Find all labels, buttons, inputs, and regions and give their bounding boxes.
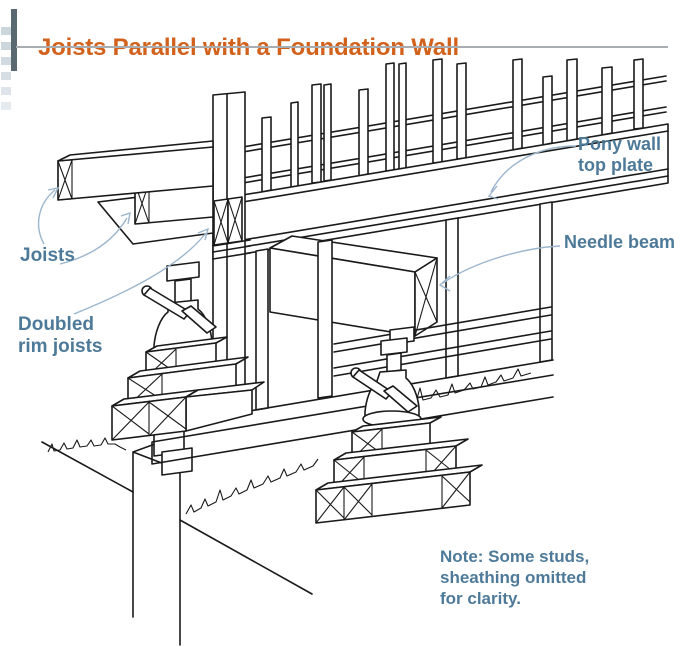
label-line: top plate — [578, 155, 653, 175]
figure-note: Note: Some studs, sheathing omitted for … — [440, 546, 589, 609]
leader-joist-1 — [37, 189, 56, 245]
accent-square — [1, 87, 11, 95]
label-line: Pony wall — [578, 134, 662, 154]
label-joists: Joists — [20, 245, 75, 266]
accent-square — [1, 57, 11, 65]
bottom-plate-beam — [151, 359, 554, 465]
accent-square — [1, 42, 11, 50]
title-rule — [16, 46, 668, 48]
doubled-rim-joist-x-faces — [213, 196, 243, 246]
jack-handle-sleeve-left — [181, 305, 217, 334]
cribbing-right — [315, 416, 483, 524]
note-line: for clarity. — [440, 589, 521, 608]
cribbing-left — [111, 336, 265, 441]
lower-pony-studs — [255, 201, 553, 411]
needle-beam — [269, 235, 438, 337]
label-needle-beam: Needle beam — [564, 232, 676, 252]
foundation-wall — [132, 427, 193, 646]
note-line: sheathing omitted — [440, 568, 587, 587]
joist-1 — [57, 140, 214, 201]
label-doubled-rim-joists: Doubled rim joists — [18, 314, 102, 358]
accent-square — [1, 27, 11, 35]
jack-handle-sleeve-right — [383, 385, 418, 413]
note-line: Note: Some studs, — [440, 547, 590, 566]
accent-squares — [1, 27, 11, 117]
upper-studs — [261, 58, 644, 193]
accent-square — [1, 102, 11, 110]
screw-jack-right — [350, 326, 422, 428]
leader-needle-beam — [442, 245, 561, 284]
label-pony-wall-top-plate: Pony wall top plate — [578, 134, 661, 176]
accent-bar — [11, 9, 17, 71]
leader-doubled-rim — [73, 232, 207, 315]
leader-lines — [37, 145, 577, 315]
label-line: Doubled — [18, 314, 94, 335]
label-line: rim joists — [18, 336, 103, 357]
mid-wall-blocking — [333, 306, 552, 377]
page-title: Joists Parallel with a Foundation Wall — [38, 34, 459, 62]
leader-pony-wall — [490, 145, 577, 193]
accent-square — [1, 72, 11, 80]
leader-joist-2 — [59, 217, 128, 265]
